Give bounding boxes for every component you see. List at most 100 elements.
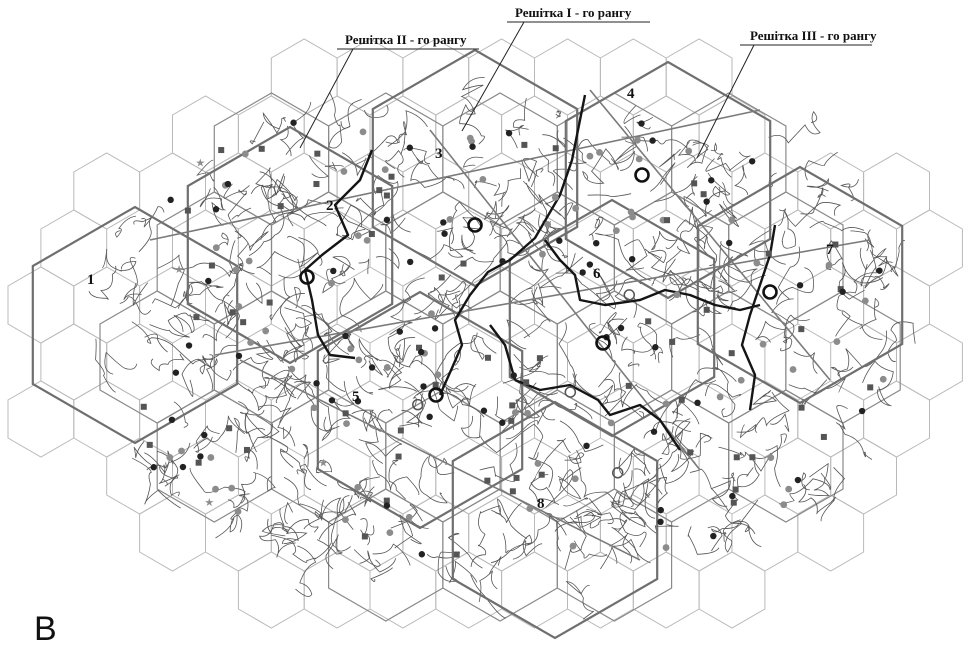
road (606, 321, 620, 345)
road (444, 392, 485, 418)
road (395, 338, 405, 368)
road (820, 467, 846, 522)
marker-grey (737, 376, 745, 384)
hub-node (428, 387, 444, 403)
road (513, 98, 529, 130)
road (284, 374, 315, 406)
road (215, 511, 243, 539)
marker-square (195, 459, 202, 466)
marker-square (703, 306, 710, 313)
marker-grey (381, 166, 389, 174)
marker-square (645, 318, 652, 325)
marker-grey (534, 460, 542, 467)
road (330, 494, 353, 552)
road (688, 206, 697, 230)
marker-square (513, 474, 520, 481)
marker-square (728, 350, 735, 357)
road (258, 404, 296, 447)
road (284, 307, 313, 349)
marker-grey (232, 266, 240, 274)
road (436, 227, 476, 255)
marker-square (509, 488, 516, 495)
small-hexagon (402, 152, 470, 230)
marker-dark (212, 206, 220, 213)
road (377, 408, 393, 421)
callout-label-grid-rank-1: Решітка І - го рангу (515, 5, 632, 20)
marker-dark (710, 532, 717, 540)
marker-square (460, 260, 467, 267)
road (687, 526, 720, 555)
road (408, 145, 455, 182)
marker-grey (767, 454, 775, 462)
main-road (514, 378, 681, 451)
road (528, 355, 566, 379)
marker-dark (440, 219, 447, 226)
marker-grey (861, 297, 869, 305)
small-hexagon (731, 494, 799, 572)
road (375, 248, 400, 270)
road (328, 92, 351, 149)
road (613, 125, 638, 164)
small-hexagon (863, 266, 930, 344)
road (509, 372, 531, 424)
road (769, 413, 790, 432)
marker-dark (703, 198, 710, 205)
road (505, 124, 525, 149)
marker-grey (629, 213, 636, 221)
main-road (303, 149, 374, 360)
road (565, 581, 594, 620)
marker-dark (417, 348, 425, 356)
marker-square (432, 382, 439, 389)
road (294, 380, 335, 442)
small-hexagon (665, 38, 733, 116)
marker-square (664, 217, 671, 224)
marker-square (146, 441, 153, 448)
road (651, 258, 676, 287)
road (522, 180, 542, 205)
marker-grey (354, 483, 362, 491)
road (255, 167, 273, 189)
small-hexagon (468, 38, 535, 116)
marker-grey (228, 484, 236, 492)
road (623, 105, 641, 125)
road (859, 297, 880, 330)
road (256, 415, 280, 439)
marker-dark (368, 364, 376, 371)
road (444, 292, 472, 310)
road (322, 268, 334, 294)
road (736, 423, 757, 439)
road (239, 411, 288, 453)
marker-grey (354, 232, 362, 240)
road (133, 441, 152, 466)
marker-dark (748, 158, 756, 165)
road (538, 399, 593, 420)
road (732, 521, 762, 548)
road (189, 467, 246, 508)
road (582, 148, 607, 184)
marker-dark (583, 442, 590, 450)
small-hexagon (237, 551, 305, 629)
marker-ring (564, 386, 577, 398)
marker-grey (212, 485, 219, 493)
marker-grey (355, 356, 363, 364)
road (308, 155, 329, 179)
marker-grey (235, 303, 243, 310)
road (574, 515, 589, 535)
road (689, 468, 730, 512)
road (410, 158, 465, 189)
road (284, 327, 303, 363)
road (563, 497, 589, 507)
road (370, 567, 393, 582)
small-hexagon (435, 323, 503, 401)
marker-dark (729, 492, 736, 500)
road (574, 540, 608, 559)
road (331, 255, 355, 284)
marker-dark (205, 277, 212, 285)
marker-square (484, 354, 491, 361)
marker-grey (526, 505, 534, 513)
road (718, 446, 745, 457)
road (862, 360, 894, 407)
marker-star: ★ (204, 496, 214, 509)
road (887, 321, 916, 362)
marker-dark (406, 144, 414, 151)
